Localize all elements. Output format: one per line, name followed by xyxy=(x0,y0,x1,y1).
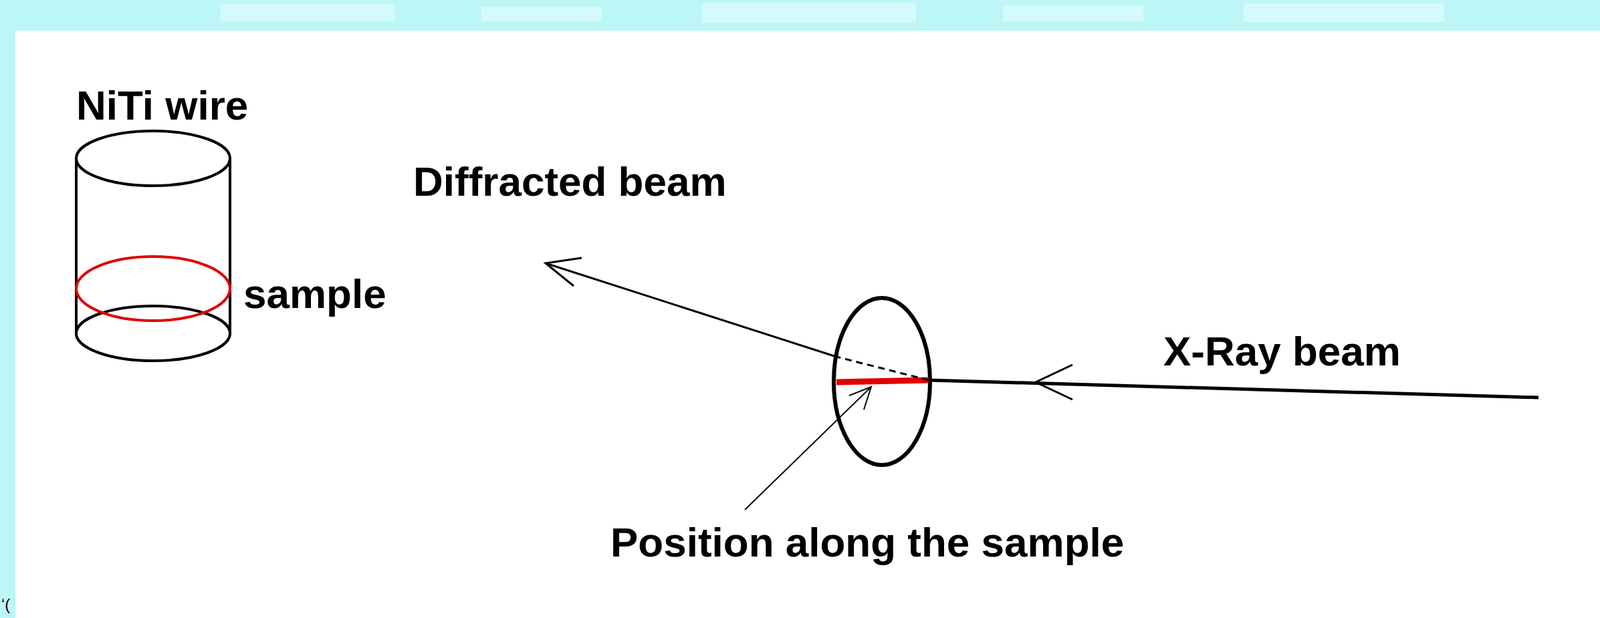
arrow-head xyxy=(545,258,582,287)
part-name: sample xyxy=(243,271,387,317)
top-band-texture xyxy=(220,2,1445,23)
leader-line xyxy=(744,387,872,511)
diffracted-path-dashed xyxy=(836,357,929,381)
beam-label: Diffracted beam xyxy=(413,159,727,205)
beam-label: X-Ray beam xyxy=(1163,328,1401,375)
incident-beam xyxy=(928,380,1539,398)
sample-ring xyxy=(76,256,231,321)
niti-wire-cylinder xyxy=(76,131,231,362)
arrow-head xyxy=(849,387,872,410)
sample-section xyxy=(833,298,931,466)
diffracted-beam xyxy=(545,263,837,358)
part-name: NiTi wire xyxy=(76,82,249,129)
callout-label: Position along the sample xyxy=(610,520,1124,566)
arrow-head xyxy=(1035,365,1073,400)
beam-path-in-sample xyxy=(836,380,929,383)
stray-mark: ‘( xyxy=(1,596,11,614)
